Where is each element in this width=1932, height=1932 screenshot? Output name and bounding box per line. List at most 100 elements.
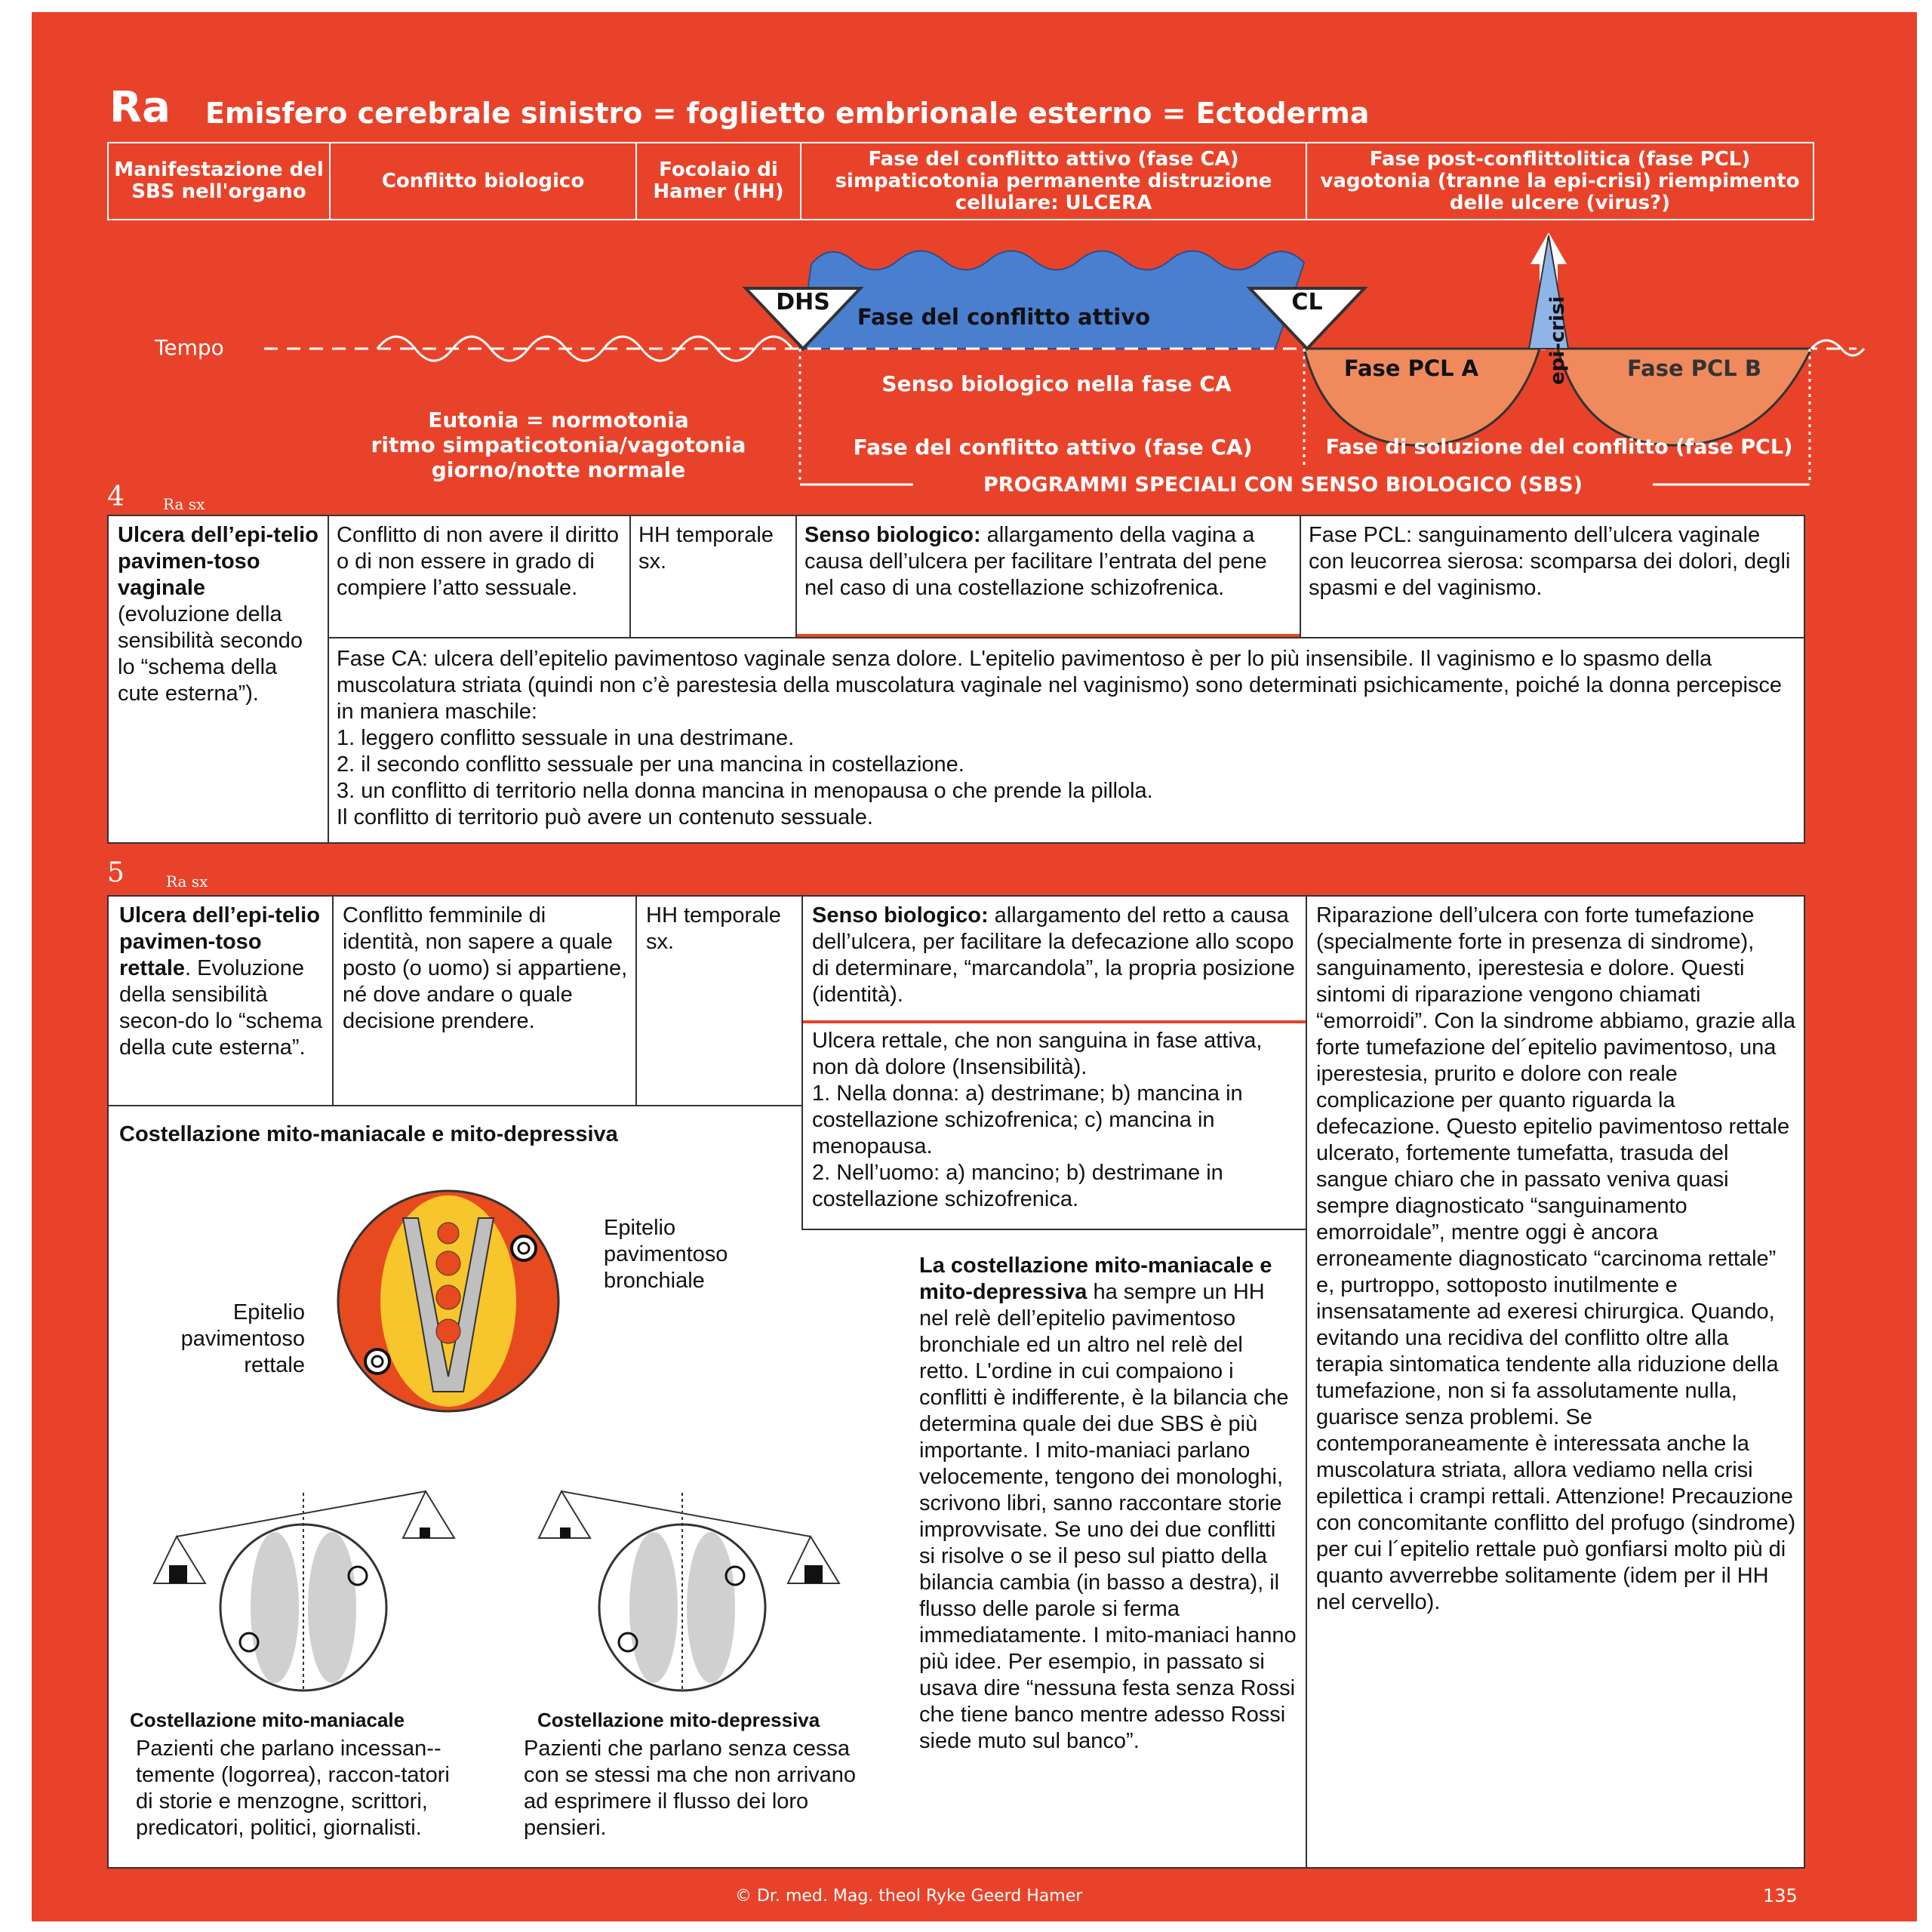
s4-hh: HH temporale sx. — [638, 523, 774, 574]
page-title: Emisfero cerebrale sinistro = foglietto … — [205, 97, 1370, 130]
cl-label: CL — [1291, 289, 1322, 315]
bronchial-focus-inner — [517, 1241, 531, 1255]
eutonia-line-1: Eutonia = normotonia — [428, 408, 689, 432]
s5-organ-detail: . Evoluzione della sensibilità secon-do … — [119, 956, 323, 1060]
s5-senso-text: allargamento del retto a causa dell’ulce… — [812, 903, 1295, 1007]
active-phase-area — [798, 250, 1306, 349]
s5-pcl: Riparazione dell’ulcera con forte tumefa… — [1316, 903, 1796, 1614]
s4-red-underline — [797, 634, 1300, 637]
balance-2-beam — [561, 1491, 811, 1537]
s5-divider-4 — [1306, 897, 1307, 1867]
constellation-desc-text: ha sempre un HH nel relè dell’epitelio p… — [919, 1280, 1297, 1753]
balance-1-focus-rectal — [238, 1632, 260, 1653]
pcl-b-area — [1556, 347, 1814, 447]
header-ca: Fase del conflitto attivo (fase CA) simp… — [801, 143, 1307, 219]
header-table: Manifestazione del SBS nell'organo Confl… — [107, 142, 1814, 220]
s4-divider-4 — [1300, 516, 1301, 637]
label-rectal-epithelium: Epitelio pavimentoso rettale — [180, 1300, 305, 1377]
s5-divider-3 — [801, 897, 803, 1229]
s5-ca-item-2: 2. Nell’uomo: a) mancino; b) destrimane … — [812, 1161, 1223, 1211]
s4-conflict: Conflitto di non avere il diritto o di n… — [337, 523, 619, 600]
section-4-box: Ulcera dell’epi-telio pavimen-toso vagin… — [107, 515, 1805, 844]
maniacal-text: Pazienti che parlano incessan--temente (… — [136, 1737, 450, 1840]
s4-ca-note: Il conflitto di territorio può avere un … — [337, 805, 873, 829]
section-5-box: Ulcera dell’epi-telio pavimen-toso retta… — [107, 895, 1805, 1869]
s4-senso-label: Senso biologico: — [804, 523, 981, 547]
s5-ca-item-1: 1. Nella donna: a) destrimane; b) mancin… — [812, 1081, 1243, 1158]
s4-pcl: Fase PCL: sanguinamento dell’ulcera vagi… — [1309, 523, 1791, 600]
s4-divider-3 — [795, 516, 797, 637]
cl-triangle — [1246, 287, 1368, 351]
dhs-label: DHS — [776, 289, 830, 315]
s5-hh: HH temporale sx. — [646, 903, 781, 954]
balance-maniacal — [152, 1489, 456, 1692]
phase-ca-label: Fase del conflitto attivo (fase CA) — [853, 435, 1253, 460]
s5-organ-title: Ulcera dell’epi-telio pavimen-toso retta… — [119, 903, 320, 980]
s4-divider-2 — [629, 516, 631, 637]
s5-divider-h1 — [109, 1105, 801, 1106]
brain-section-figure — [337, 1189, 560, 1413]
brain-node-3 — [435, 1284, 461, 1310]
s4-ca-item-3: 3. un conflitto di territorio nella donn… — [337, 779, 1153, 803]
s5-divider-2 — [635, 897, 637, 1105]
balance-1-weight-right — [420, 1527, 430, 1538]
rectal-focus — [364, 1348, 391, 1375]
pcl-b-label: Fase PCL B — [1627, 355, 1761, 381]
s4-senso: Senso biologico: allargamento della vagi… — [797, 519, 1300, 605]
s5-divider-1 — [332, 897, 334, 1105]
s4-senso-text: allargamento della vagina a causa dell’u… — [804, 523, 1267, 600]
page-number: 135 — [1763, 1885, 1798, 1906]
balance-2-focus-rectal — [617, 1632, 638, 1653]
s5-senso: Senso biologico: allargamento del retto … — [804, 900, 1306, 1011]
balance-2-focus-bronch — [724, 1565, 746, 1586]
phase-pcl-label: Fase di soluzione del conflitto (fase PC… — [1325, 435, 1793, 459]
brain-node-4 — [435, 1318, 461, 1344]
header-pcl: Fase post-conflittolitica (fase PCL) vag… — [1320, 147, 1800, 214]
balance-2-lobe-right — [687, 1532, 735, 1683]
eutonia-line-2: ritmo simpaticotonia/vagotonia — [371, 432, 746, 457]
s4-divider-h — [328, 637, 1804, 638]
s4-divider-1 — [328, 516, 329, 842]
brain-node-2 — [435, 1251, 461, 1276]
label-bronchial-epithelium: Epitelio pavimentoso bronchiale — [604, 1216, 728, 1293]
balance-2-weight-left — [560, 1527, 571, 1538]
dhs-triangle — [742, 287, 864, 351]
s4-ca-item-2: 2. il secondo conflitto sessuale per una… — [337, 752, 964, 777]
eutonia-wave — [376, 335, 794, 362]
header-conflict: Conflitto biologico — [331, 143, 637, 219]
epicrisis-label: epi-crisi — [1546, 297, 1569, 385]
section-5-sub: Ra sx — [166, 872, 208, 891]
s4-ca-intro: Fase CA: ulcera dell’epitelio pavimentos… — [337, 647, 1783, 724]
epicrisis-spike — [1527, 235, 1570, 349]
balance-2-weight-right — [804, 1565, 823, 1583]
depressive-text: Pazienti che parlano senza cessa con se … — [524, 1737, 857, 1840]
s4-ca-item-1: 1. leggero conflitto sessuale in una des… — [337, 726, 795, 750]
header-hh: Focolaio di Hamer (HH) — [637, 143, 801, 219]
pcl-a-label: Fase PCL A — [1344, 355, 1479, 381]
sbs-label: PROGRAMMI SPECIALI CON SENSO BIOLOGICO (… — [983, 473, 1583, 497]
rectal-focus-inner — [371, 1355, 384, 1368]
footer-copyright: © Dr. med. Mag. theol Ryke Geerd Hamer — [735, 1887, 1083, 1906]
balance-1-weight-left — [169, 1565, 187, 1583]
section-4-sub: Ra sx — [163, 495, 205, 513]
bronchial-focus — [510, 1235, 537, 1262]
phase-diagram: DHS CL Fase del conflitto attivo Fase PC… — [154, 232, 1866, 486]
eutonia-line-3: giorno/notte normale — [431, 457, 686, 482]
constellation-description: La costellazione mito-maniacale e mito-d… — [912, 1250, 1304, 1758]
balance-2-lobe-left — [629, 1532, 678, 1683]
title-code: Ra — [109, 83, 171, 132]
section-5-number: 5 — [107, 857, 125, 888]
brain-node-1 — [437, 1222, 460, 1244]
pcl-a-area — [1303, 347, 1542, 447]
balance-1-lobe-left — [251, 1532, 299, 1683]
s4-organ-title: Ulcera dell’epi-telio pavimen-toso vagin… — [118, 523, 318, 600]
constellation-title: Costellazione mito-maniacale e mito-depr… — [119, 1122, 618, 1146]
s5-ca: Ulcera rettale, che non sanguina in fase… — [804, 1025, 1306, 1216]
senso-ca-label: Senso biologico nella fase CA — [881, 371, 1232, 396]
balance-1-lobe-right — [308, 1532, 356, 1683]
tempo-label: Tempo — [154, 335, 224, 360]
active-phase-label: Fase del conflitto attivo — [857, 304, 1150, 330]
balance-1-beam — [176, 1491, 426, 1537]
s4-organ: Ulcera dell’epi-telio pavimen-toso vagin… — [110, 519, 326, 710]
s5-senso-label: Senso biologico: — [812, 903, 989, 928]
